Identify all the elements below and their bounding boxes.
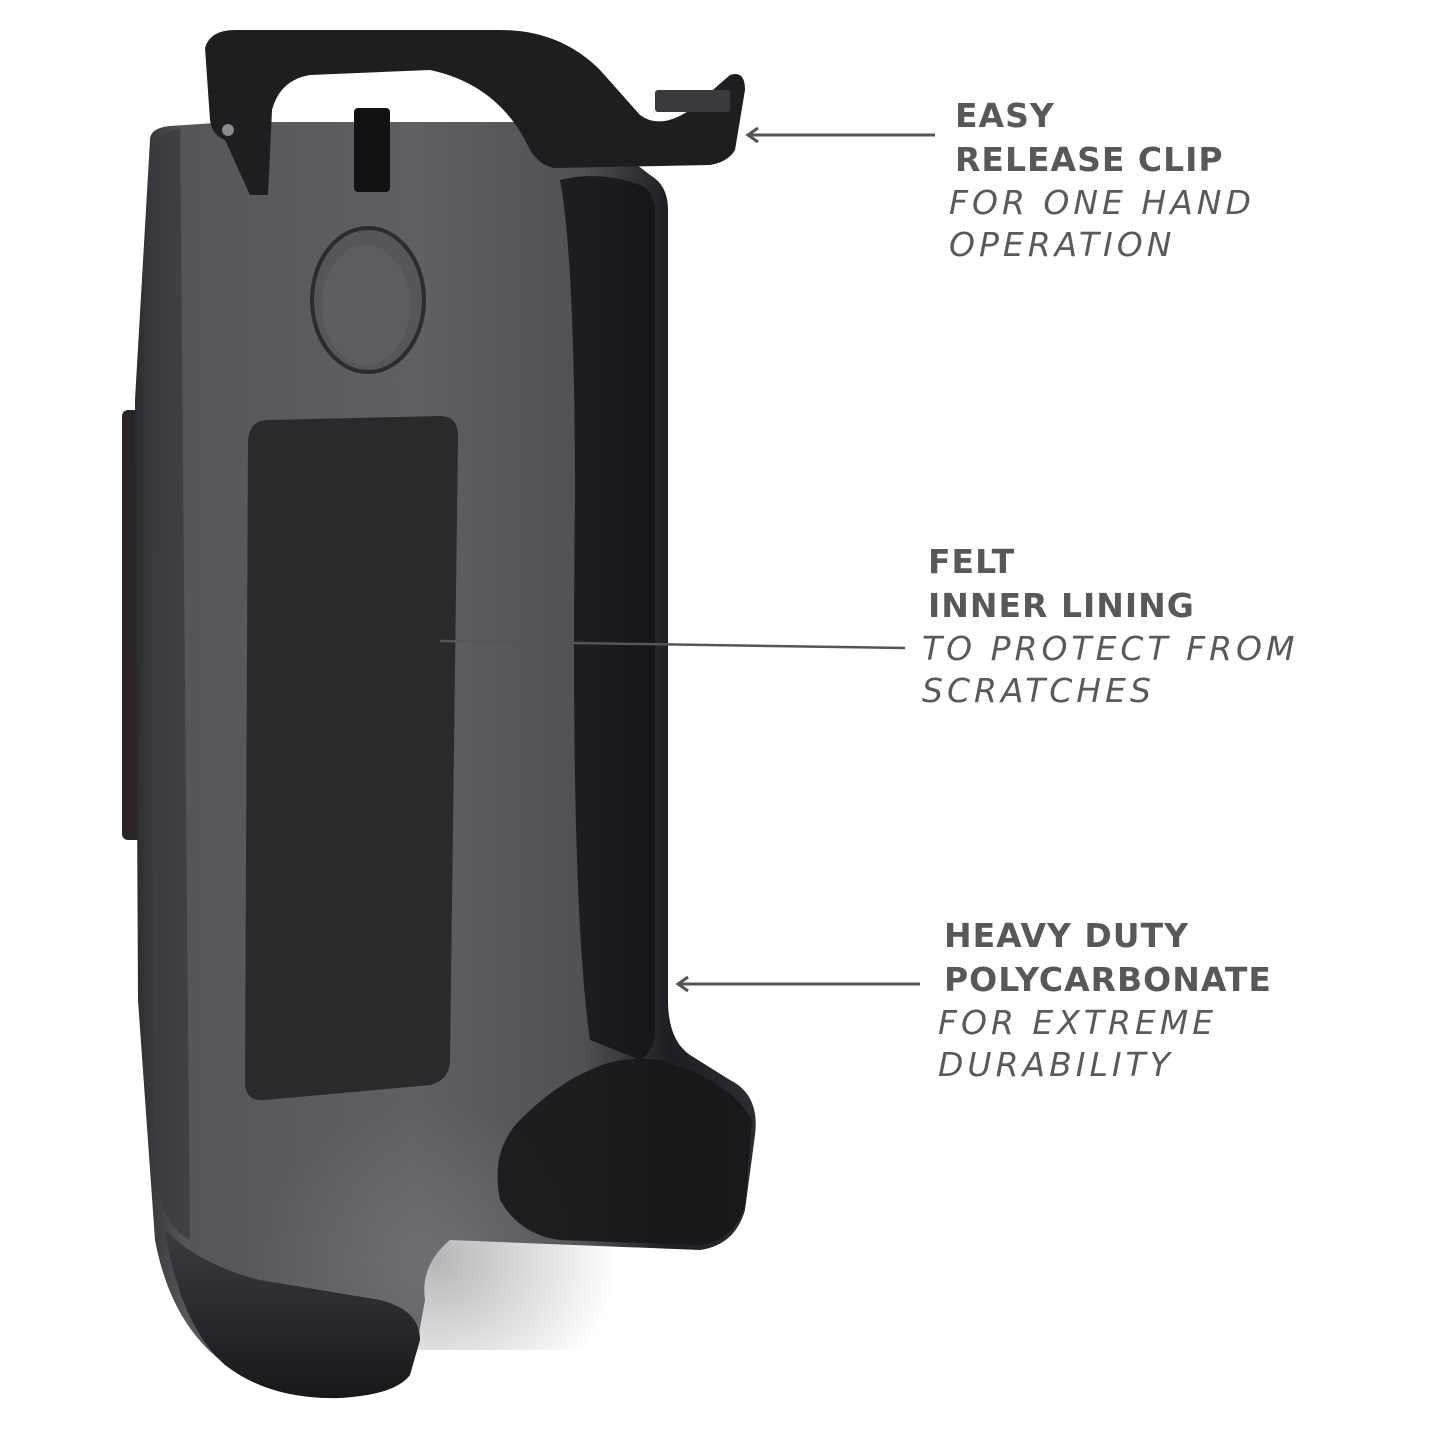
felt-lining [245, 416, 458, 1101]
callout-release-clip: EASY RELEASE CLIP FOR ONE HAND OPERATION [949, 94, 1255, 266]
release-clip [205, 30, 745, 195]
callout-subtitle: FOR ONE HAND [949, 183, 1255, 222]
polycarbonate-arrow [675, 975, 920, 993]
callout-subtitle: FOR EXTREME [938, 1003, 1218, 1042]
release-clip-arrow [745, 126, 935, 144]
top-slot [354, 108, 390, 192]
callout-felt-lining: FELT INNER LINING TO PROTECT FROM SCRATC… [922, 540, 1298, 712]
callout-title: HEAVY DUTY [944, 916, 1189, 955]
callout-polycarbonate: HEAVY DUTY POLYCARBONATE FOR EXTREME DUR… [938, 914, 1272, 1086]
callout-title: EASY [955, 96, 1055, 135]
callout-title: RELEASE CLIP [955, 140, 1224, 179]
callout-title: FELT [928, 542, 1016, 581]
felt-lining-leader-line [440, 639, 906, 650]
callout-title: INNER LINING [928, 586, 1195, 625]
callout-subtitle: TO PROTECT FROM [922, 629, 1299, 668]
callout-title: POLYCARBONATE [944, 960, 1272, 999]
callout-subtitle: SCRATCHES [922, 671, 1155, 710]
callout-subtitle: DURABILITY [938, 1045, 1174, 1084]
callout-subtitle: OPERATION [949, 225, 1176, 264]
oval-rivet [310, 226, 426, 374]
